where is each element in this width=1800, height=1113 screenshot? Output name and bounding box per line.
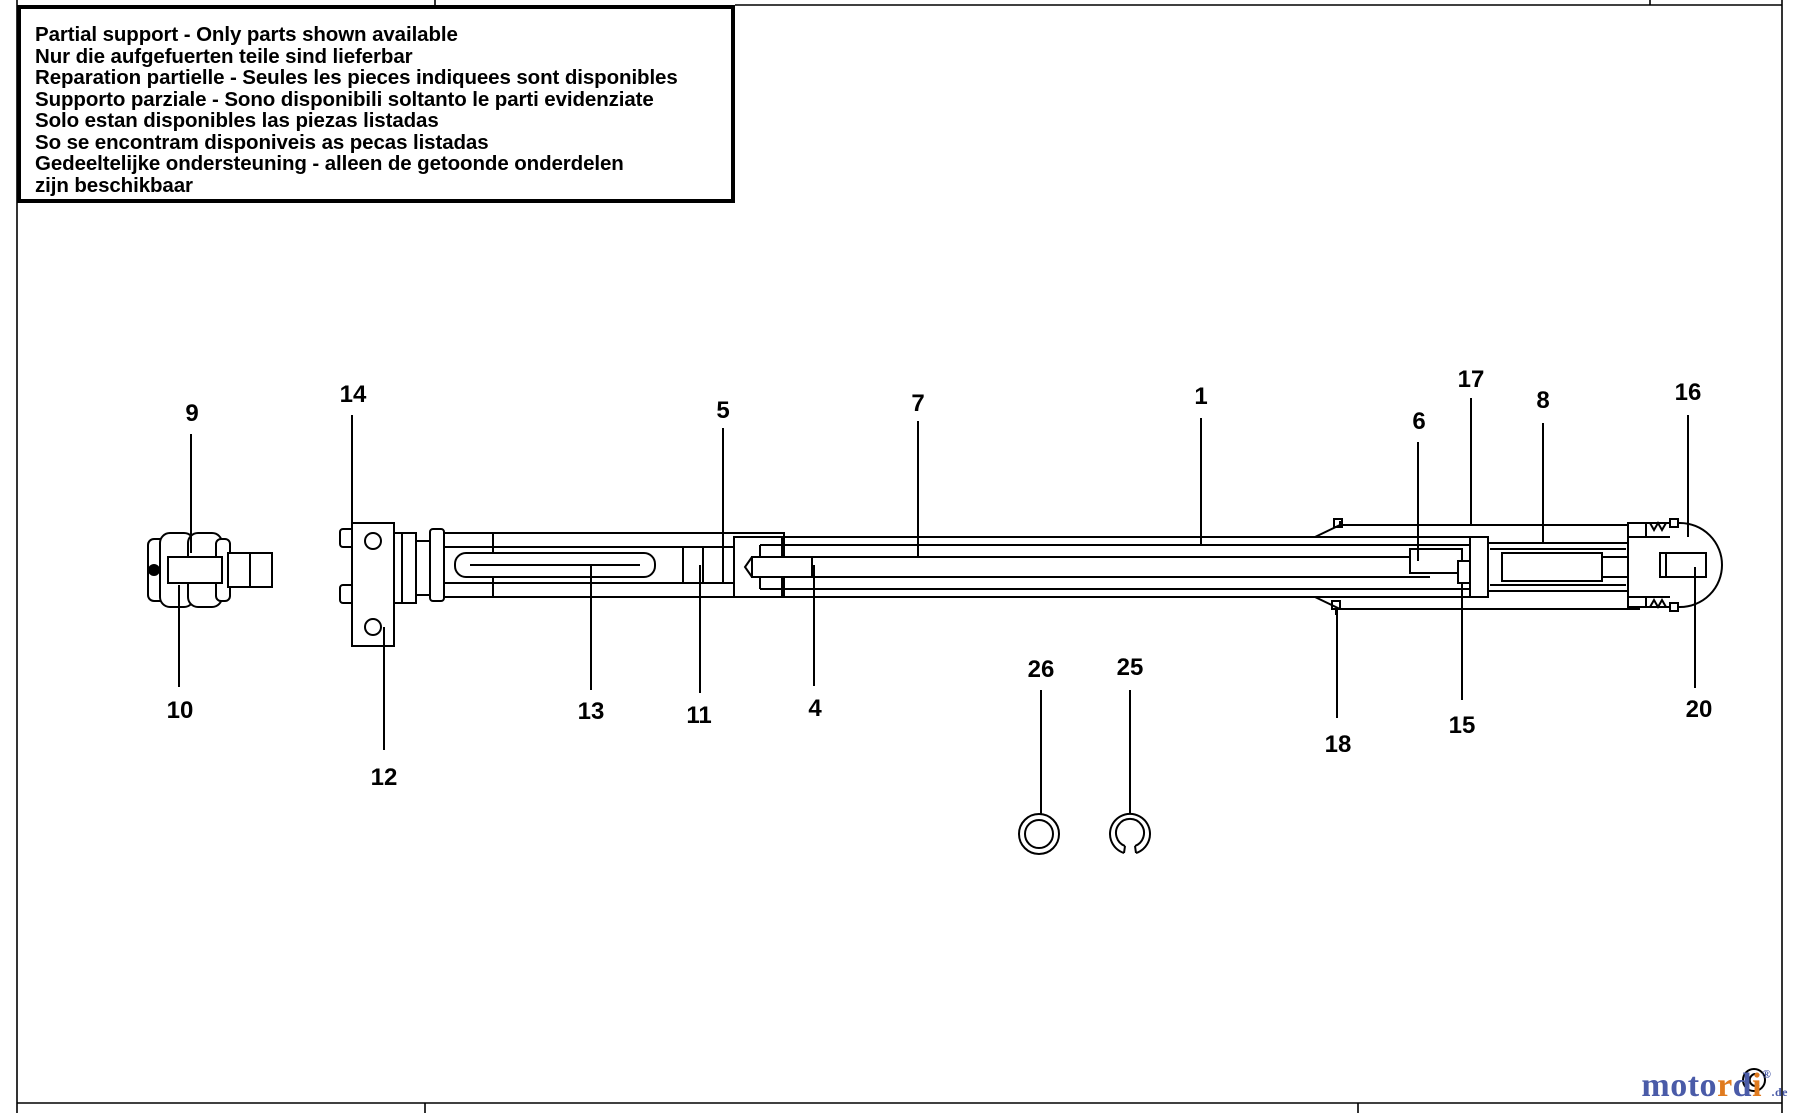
partial-support-notice: Partial support - Only parts shown avail… — [17, 5, 735, 203]
part-26-washer — [1018, 813, 1060, 855]
callout-8: 8 — [1536, 387, 1549, 414]
callout-26: 26 — [1028, 656, 1055, 683]
notice-line: Gedeeltelijke ondersteuning - alleen de … — [35, 152, 624, 175]
callout-13: 13 — [578, 698, 605, 725]
end-cap — [1627, 518, 1723, 612]
main-cylinder-tube — [733, 536, 1471, 598]
motordi-watermark-logo: motordi® .de — [1641, 1067, 1788, 1105]
callout-4: 4 — [808, 695, 822, 722]
callout-7: 7 — [911, 390, 924, 417]
notice-line: Solo estan disponibles las piezas listad… — [35, 109, 439, 132]
logo-domain-suffix: .de — [1771, 1085, 1788, 1099]
copyright-icon — [1742, 1068, 1766, 1092]
callout-20: 20 — [1686, 696, 1713, 723]
part-9-10-bushing-assembly — [147, 532, 273, 608]
logo-text-part: i — [1752, 1067, 1763, 1104]
logo-registered-mark: ® — [1762, 1067, 1772, 1081]
callout-5: 5 — [716, 397, 729, 424]
callout-25: 25 — [1117, 654, 1144, 681]
callout-6: 6 — [1412, 408, 1425, 435]
rod-section — [429, 528, 785, 602]
callout-11: 11 — [686, 702, 711, 729]
part-12-14-clevis — [339, 522, 431, 647]
logo-text-part: d — [1732, 1067, 1753, 1104]
callout-9: 9 — [185, 400, 198, 427]
logo-text-part: r — [1717, 1067, 1733, 1104]
outer-sleeve — [1314, 518, 1640, 615]
callout-12: 12 — [371, 764, 398, 791]
callout-10: 10 — [167, 697, 194, 724]
callout-1: 1 — [1194, 383, 1207, 410]
logo-text-part: moto — [1641, 1067, 1718, 1104]
notice-line: So se encontram disponiveis as pecas lis… — [35, 130, 489, 154]
callout-18: 18 — [1325, 731, 1352, 758]
callout-15: 15 — [1449, 712, 1476, 739]
notice-line: Reparation partielle - Seules les pieces… — [35, 66, 678, 89]
notice-line: Partial support - Only parts shown avail… — [35, 23, 458, 46]
callout-17: 17 — [1458, 366, 1485, 393]
notice-line: zijn beschikbaar — [35, 173, 193, 197]
callout-14: 14 — [340, 381, 367, 408]
callout-16: 16 — [1675, 379, 1702, 406]
part-25-circlip — [1109, 813, 1151, 854]
notice-line: Nur die aufgefuerten teile sind lieferba… — [35, 44, 413, 68]
notice-line: Supporto parziale - Sono disponibili sol… — [35, 87, 654, 111]
